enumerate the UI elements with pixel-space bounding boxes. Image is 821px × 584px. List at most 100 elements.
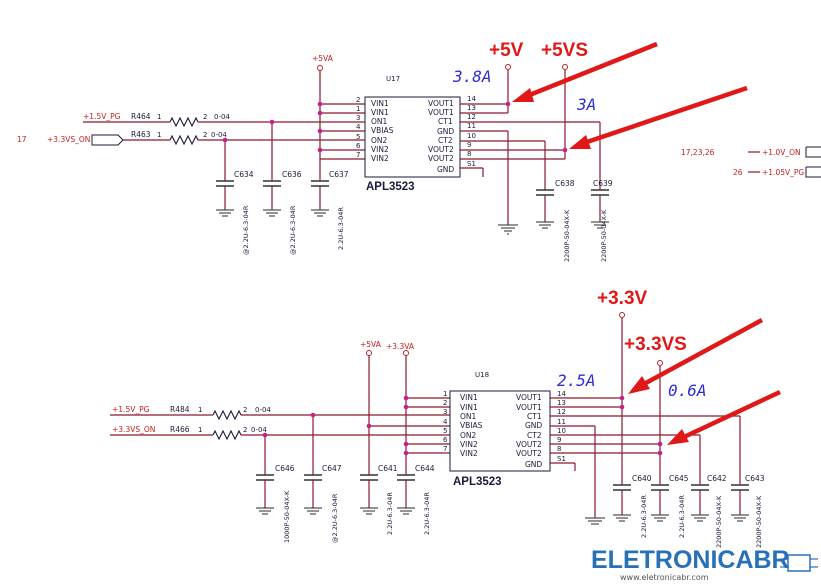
junction xyxy=(403,395,409,401)
junction xyxy=(657,441,663,447)
capacitor-c642 xyxy=(691,484,709,522)
pin-name: VIN2 xyxy=(460,449,478,458)
resistor-pin: 1 xyxy=(198,406,202,414)
pin-name: GND xyxy=(525,421,542,430)
u17-left-pins: VIN1 VIN1 ON1 VBIAS ON2 VIN2 VIN2 2 1 3 … xyxy=(356,96,394,163)
resistor-ref: R464 xyxy=(131,112,151,121)
pin-number: 13 xyxy=(467,104,476,112)
cap-value: 2200P-50-04X-K xyxy=(600,209,608,262)
pin-number: 12 xyxy=(557,408,566,416)
pin-name: ON2 xyxy=(460,431,477,440)
pin-name: GND xyxy=(437,165,454,174)
pin-number: 1 xyxy=(356,105,360,113)
cap-value: 2.2U-6.3-04R xyxy=(640,495,648,538)
pin-name: CT1 xyxy=(438,117,453,126)
current-annotation: 0.6A xyxy=(668,381,707,400)
net-label: +1.5V_PG xyxy=(112,405,150,414)
resistor-pin: 1 xyxy=(157,131,161,139)
rail-33vs-terminal xyxy=(657,360,663,366)
cap-value: @2.2U-6.3-04R xyxy=(331,493,339,543)
supply-5va-label: +5VA xyxy=(312,54,334,63)
resistor-ref: R463 xyxy=(131,130,151,139)
rail-label-5v: +5V xyxy=(489,40,524,61)
resistor-value: 0-04 xyxy=(214,113,230,121)
rail-label-33vs: +3.3VS xyxy=(624,334,687,355)
junction xyxy=(562,147,568,153)
pin-number: 6 xyxy=(356,142,361,150)
junction xyxy=(317,147,323,153)
junction xyxy=(222,137,228,143)
resistor-value: 0-04 xyxy=(255,406,271,414)
junction xyxy=(657,450,663,456)
sheet-ref: 17 xyxy=(17,135,27,144)
pin-number: S1 xyxy=(557,455,566,463)
cap-value: 2.2U-6.3-04R xyxy=(678,495,686,538)
current-annotation: 3A xyxy=(576,95,596,114)
rail-label-5vs: +5VS xyxy=(541,40,588,61)
junction xyxy=(317,110,323,116)
chip-u17-name: APL3523 xyxy=(366,181,415,193)
callout-arrow xyxy=(526,41,658,99)
capacitor-c646 xyxy=(256,474,274,515)
pin-name: VOUT1 xyxy=(516,403,542,412)
pin-number: 5 xyxy=(356,133,360,141)
cap-ref: C639 xyxy=(593,179,613,188)
cap-value: @2.2U-6.3-04R xyxy=(242,205,250,255)
pin-number: 9 xyxy=(467,141,471,149)
offsheet-net: +1.0V_ON xyxy=(762,148,801,157)
resistor-r484 xyxy=(212,409,242,421)
resistor-pin: 2 xyxy=(243,426,247,434)
pin-number: 10 xyxy=(557,427,566,435)
offpage-connector xyxy=(805,146,821,158)
cap-value: @2.2U-6.3-04R xyxy=(289,205,297,255)
circuit-icon xyxy=(780,554,818,572)
pin-name: VBIAS xyxy=(460,421,483,430)
supply-33va-label: +3.3VA xyxy=(386,342,415,351)
cap-value: 2200P-50-04X-K xyxy=(563,209,571,262)
junction xyxy=(269,119,275,125)
pin-number: 1 xyxy=(443,390,447,398)
resistor-ref: R466 xyxy=(170,425,190,434)
pin-name: VOUT2 xyxy=(516,440,542,449)
cap-value: 2.2U-6.3-04R xyxy=(423,492,431,535)
cap-value: 2.2U-6.3-04R xyxy=(337,207,345,250)
cap-ref: C638 xyxy=(555,179,575,188)
chip-u18-name: APL3523 xyxy=(453,476,502,488)
resistor-pin: 2 xyxy=(243,406,247,414)
pin-number: 2 xyxy=(443,399,447,407)
pin-number: 9 xyxy=(557,436,561,444)
junction xyxy=(366,423,372,429)
callout-arrowhead xyxy=(667,429,689,445)
u18-left-pins: VIN1 VIN1 ON1 VBIAS ON2 VIN2 VIN2 1 2 3 … xyxy=(443,390,483,458)
junction xyxy=(505,101,511,107)
pin-name: GND xyxy=(525,460,542,469)
u17-right-pins: VOUT1 VOUT1 CT1 GND CT2 VOUT2 VOUT2 GND … xyxy=(428,95,476,174)
net-label: +3.3VS_ON xyxy=(47,135,90,144)
pin-number: 4 xyxy=(356,123,361,131)
pin-number: 6 xyxy=(443,436,448,444)
capacitor-c640 xyxy=(613,484,631,522)
pin-number: 11 xyxy=(557,418,566,426)
cap-value: 2.2U-6.3-04R xyxy=(386,492,394,535)
junction xyxy=(619,395,625,401)
watermark-logo: ELETRONICABR www.eletronicabr.com xyxy=(591,546,818,582)
pin-name: VIN1 xyxy=(371,108,389,117)
resistor-pin: 2 xyxy=(203,113,207,121)
pin-name: CT2 xyxy=(438,136,453,145)
resistor-value: 0-04 xyxy=(211,131,227,139)
resistor-pin: 1 xyxy=(157,113,161,121)
pin-name: VIN2 xyxy=(371,145,389,154)
offsheet-sheet: 26 xyxy=(733,168,743,177)
callout-arrow xyxy=(683,389,781,440)
callout-arrowhead xyxy=(569,135,591,149)
capacitor-c643 xyxy=(731,484,749,522)
ground-symbol xyxy=(585,517,605,525)
pin-name: CT1 xyxy=(527,412,542,421)
junction xyxy=(619,404,625,410)
pin-name: VBIAS xyxy=(371,126,394,135)
chip-u17-ref: U17 xyxy=(386,75,400,83)
current-annotation: 3.8A xyxy=(452,67,492,86)
cap-ref: C642 xyxy=(707,474,727,483)
junction xyxy=(317,128,323,134)
offsheet-net: +1.05V_PG xyxy=(762,168,804,177)
